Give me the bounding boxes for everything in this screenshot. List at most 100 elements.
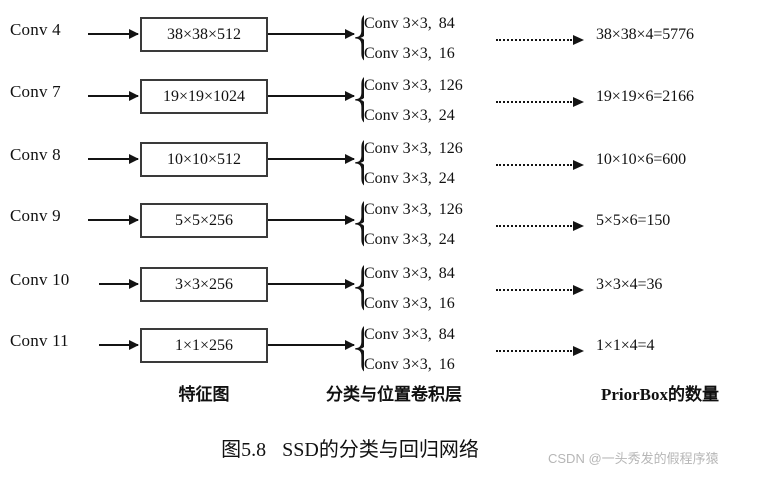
localization-conv-kernel: Conv 3×3, <box>364 170 432 187</box>
classification-conv-channels: 126 <box>438 140 463 157</box>
localization-conv-line: Conv 3×3, 24 <box>364 226 473 254</box>
localization-conv-line: Conv 3×3, 16 <box>364 290 473 318</box>
classification-conv-kernel: Conv 3×3, <box>364 15 432 32</box>
arrow-to-feature-map-icon <box>88 29 139 40</box>
curly-brace-icon: { <box>350 67 364 129</box>
source-layer-label: Conv 4 <box>10 20 61 39</box>
classification-conv-line: Conv 3×3, 126 <box>364 135 473 163</box>
dotted-arrow-to-priorbox-icon <box>496 160 584 171</box>
dotted-arrow-to-priorbox-icon <box>496 285 584 296</box>
arrow-to-feature-map-icon <box>88 154 139 165</box>
localization-conv-line: Conv 3×3, 16 <box>364 351 473 379</box>
priorbox-count: 10×10×6=600 <box>596 151 686 168</box>
feature-map-box: 1×1×256 <box>140 328 268 363</box>
dotted-arrow-to-priorbox-icon <box>496 221 584 232</box>
classification-conv-channels: 126 <box>438 77 463 94</box>
arrow-to-conv-branch-icon <box>268 154 355 165</box>
localization-conv-channels: 16 <box>438 45 455 62</box>
feature-map-box: 5×5×256 <box>140 203 268 238</box>
source-layer-label: Conv 11 <box>10 331 69 350</box>
arrow-to-conv-branch-icon <box>268 340 355 351</box>
feature-map-size: 3×3×256 <box>174 275 234 293</box>
arrow-to-conv-branch-icon <box>268 215 355 226</box>
classification-conv-kernel: Conv 3×3, <box>364 77 432 94</box>
classification-conv-kernel: Conv 3×3, <box>364 140 432 157</box>
dotted-arrow-to-priorbox-icon <box>496 35 584 46</box>
arrow-to-feature-map-icon <box>99 279 139 290</box>
curly-brace-icon: { <box>350 191 364 253</box>
priorbox-count: 19×19×6=2166 <box>596 88 694 105</box>
curly-brace-icon: { <box>350 5 364 67</box>
localization-conv-line: Conv 3×3, 16 <box>364 40 473 68</box>
feature-map-size: 10×10×512 <box>166 150 242 168</box>
feature-map-box: 10×10×512 <box>140 142 268 177</box>
classification-conv-kernel: Conv 3×3, <box>364 265 432 282</box>
feature-map-size: 5×5×256 <box>174 211 234 229</box>
classification-conv-kernel: Conv 3×3, <box>364 201 432 218</box>
classification-conv-line: Conv 3×3, 84 <box>364 321 473 349</box>
source-layer-label: Conv 9 <box>10 206 61 225</box>
classification-conv-channels: 84 <box>438 15 455 32</box>
arrow-to-feature-map-icon <box>99 340 139 351</box>
curly-brace-icon: { <box>350 130 364 192</box>
classification-conv-line: Conv 3×3, 126 <box>364 72 473 100</box>
classification-conv-kernel: Conv 3×3, <box>364 326 432 343</box>
feature-map-box: 38×38×512 <box>140 17 268 52</box>
source-layer-label: Conv 7 <box>10 82 61 101</box>
column-header-conv-layers: 分类与位置卷积层 <box>326 385 462 404</box>
arrow-to-feature-map-icon <box>88 91 139 102</box>
column-header-priorbox: PriorBox的数量 <box>600 385 720 404</box>
dotted-arrow-to-priorbox-icon <box>496 346 584 357</box>
classification-conv-channels: 84 <box>438 326 455 343</box>
feature-map-box: 3×3×256 <box>140 267 268 302</box>
watermark: CSDN @一头秀发的假程序猿 <box>548 451 719 466</box>
classification-conv-line: Conv 3×3, 84 <box>364 10 473 38</box>
priorbox-count: 1×1×4=4 <box>596 337 655 354</box>
classification-conv-line: Conv 3×3, 84 <box>364 260 473 288</box>
classification-conv-channels: 126 <box>438 201 463 218</box>
localization-conv-channels: 24 <box>438 107 455 124</box>
classification-conv-channels: 84 <box>438 265 455 282</box>
localization-conv-kernel: Conv 3×3, <box>364 356 432 373</box>
localization-conv-kernel: Conv 3×3, <box>364 295 432 312</box>
source-layer-label: Conv 8 <box>10 145 61 164</box>
dotted-arrow-to-priorbox-icon <box>496 97 584 108</box>
curly-brace-icon: { <box>350 255 364 317</box>
figure-caption-number: 图5.8 <box>221 439 267 461</box>
classification-conv-line: Conv 3×3, 126 <box>364 196 473 224</box>
localization-conv-channels: 24 <box>438 170 455 187</box>
arrow-to-feature-map-icon <box>88 215 139 226</box>
localization-conv-kernel: Conv 3×3, <box>364 45 432 62</box>
arrow-to-conv-branch-icon <box>268 91 355 102</box>
feature-map-size: 1×1×256 <box>174 336 234 354</box>
localization-conv-channels: 16 <box>438 295 455 312</box>
localization-conv-line: Conv 3×3, 24 <box>364 165 473 193</box>
feature-map-size: 19×19×1024 <box>162 87 246 105</box>
column-header-feature-map: 特征图 <box>178 385 230 404</box>
arrow-to-conv-branch-icon <box>268 279 355 290</box>
curly-brace-icon: { <box>350 316 364 378</box>
localization-conv-channels: 24 <box>438 231 455 248</box>
feature-map-box: 19×19×1024 <box>140 79 268 114</box>
priorbox-count: 5×5×6=150 <box>596 212 671 229</box>
arrow-to-conv-branch-icon <box>268 29 355 40</box>
localization-conv-kernel: Conv 3×3, <box>364 107 432 124</box>
localization-conv-kernel: Conv 3×3, <box>364 231 432 248</box>
priorbox-count: 38×38×4=5776 <box>596 26 694 43</box>
source-layer-label: Conv 10 <box>10 270 70 289</box>
localization-conv-line: Conv 3×3, 24 <box>364 102 473 130</box>
localization-conv-channels: 16 <box>438 356 455 373</box>
